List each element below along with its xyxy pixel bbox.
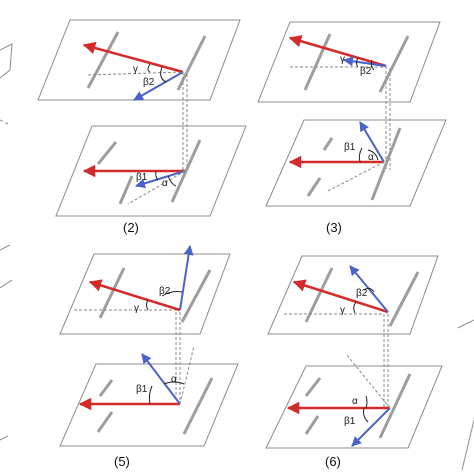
red-vector	[292, 279, 389, 314]
beta1-arc	[363, 407, 369, 423]
upper-plane	[267, 255, 439, 335]
lower-plane	[265, 365, 443, 449]
panel-2: γ β2 β1 α (2)	[37, 19, 247, 235]
panel-caption: (5)	[114, 454, 130, 469]
gray-bar	[96, 141, 118, 165]
red-vector	[82, 41, 184, 74]
gamma-arc	[356, 57, 359, 68]
gray-bar	[176, 35, 207, 91]
red-vector	[288, 35, 387, 68]
alpha-label: α	[171, 374, 177, 385]
cropped-left-edge-panels	[0, 43, 13, 441]
beta2-label: β2	[159, 286, 171, 297]
gamma-label: γ	[133, 64, 138, 75]
gray-bar	[378, 373, 412, 439]
gray-bar	[170, 139, 202, 203]
lower-plane	[55, 125, 247, 217]
gray-bar	[304, 415, 320, 435]
gray-bar	[98, 379, 114, 397]
dashed-projection-line	[179, 345, 195, 405]
blue-vector	[179, 245, 194, 311]
panel-caption: (6)	[325, 454, 341, 469]
panel-caption: (3)	[326, 220, 342, 235]
beta2-label: β2	[360, 66, 372, 77]
beta2-arc	[160, 66, 167, 83]
beta2-label: β2	[356, 288, 368, 299]
lower-plane	[265, 119, 447, 207]
gamma-arc	[353, 301, 357, 314]
upper-plane	[59, 253, 231, 335]
blue-vector	[135, 170, 186, 189]
blue-vector	[133, 71, 184, 101]
gray-bar	[304, 267, 334, 323]
gray-bar	[182, 377, 214, 435]
blue-vector	[141, 353, 181, 405]
alpha-label: α	[162, 178, 168, 189]
alpha-arc	[365, 395, 368, 409]
gamma-label: γ	[134, 303, 139, 314]
beta1-arc	[155, 170, 159, 181]
panel-6: γ β2 β1 α (6)	[265, 255, 443, 469]
dashed-projection-line	[127, 170, 186, 205]
dashed-reference-line	[87, 71, 183, 76]
beta2-arc	[370, 59, 375, 71]
beta1-label: β1	[344, 416, 356, 427]
blue-vector	[349, 265, 389, 313]
beta2-arc	[363, 287, 375, 293]
panel-3: γ β2 β1 α (3)	[257, 21, 447, 235]
gray-bar	[303, 33, 332, 91]
beta2-arc	[161, 291, 183, 297]
alpha-arc	[163, 381, 185, 385]
gray-bar	[370, 127, 402, 201]
beta1-label: β1	[136, 172, 148, 183]
panel-5: γ β2 β1 α (5)	[59, 245, 239, 469]
gray-bar	[378, 35, 410, 93]
blue-vector	[359, 121, 385, 163]
alpha-arc	[167, 175, 177, 187]
panel-caption: (2)	[123, 220, 139, 235]
cropped-right-edge-panels	[457, 319, 474, 471]
blue-vector	[351, 407, 391, 447]
alpha-label: α	[352, 396, 358, 407]
dashed-projection-line	[325, 161, 385, 193]
alpha-label: α	[368, 152, 374, 163]
upper-plane	[257, 21, 441, 103]
gamma-label: γ	[340, 54, 345, 65]
gray-bar	[388, 271, 420, 327]
lower-plane	[59, 363, 239, 447]
gray-bar	[86, 31, 120, 89]
beta1-label: β1	[344, 142, 356, 153]
gray-bar	[304, 377, 322, 397]
gamma-arc	[147, 63, 151, 73]
dashed-projection-line	[345, 353, 391, 409]
blue-vector	[343, 56, 387, 67]
beta1-label: β1	[136, 384, 148, 395]
gray-bar	[118, 175, 134, 205]
gray-bar	[306, 177, 322, 197]
gray-bar	[96, 411, 114, 433]
beta1-arc	[148, 385, 153, 405]
beta1-arc	[358, 147, 363, 163]
red-vector	[88, 279, 181, 312]
gray-bar	[322, 137, 334, 151]
gray-bar	[180, 269, 212, 323]
alpha-arc	[367, 149, 379, 161]
upper-plane	[37, 19, 241, 101]
gamma-arc	[146, 299, 149, 311]
gamma-label: γ	[340, 305, 345, 316]
beta2-label: β2	[143, 77, 155, 88]
